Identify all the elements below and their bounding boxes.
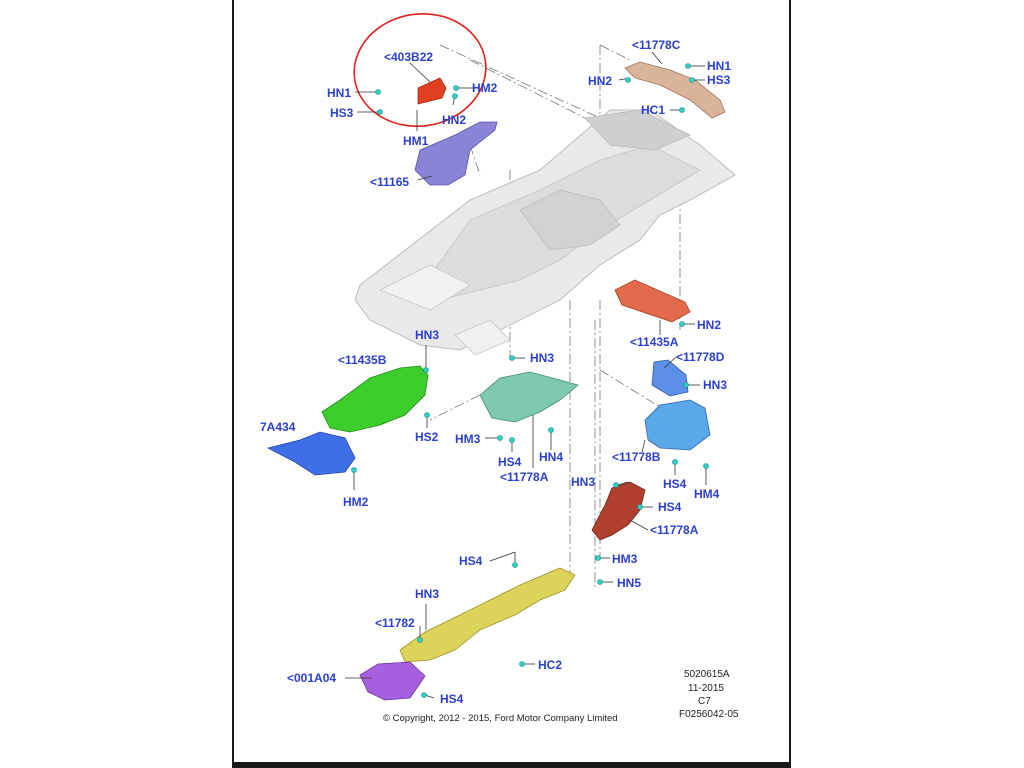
part-11165: [414, 121, 498, 186]
label-hn3: HN3: [415, 587, 440, 601]
label-hn3: HN3: [415, 328, 440, 342]
label-11165: <11165: [370, 175, 410, 189]
label-001a04: <001A04: [287, 671, 337, 685]
label-hn5: HN5: [617, 576, 642, 590]
label-hs4: HS4: [459, 554, 483, 568]
label-hs3: HS3: [707, 73, 731, 87]
label-hn1: HN1: [327, 86, 352, 100]
part-7a434: [266, 431, 356, 476]
part-11435a: [614, 279, 691, 323]
copyright-notice: © Copyright, 2012 - 2015, Ford Motor Com…: [383, 713, 618, 724]
label-hs2: HS2: [415, 430, 439, 444]
label-hc2: HC2: [538, 658, 563, 672]
diagram-reference: F0256042-05: [679, 709, 739, 720]
label-hn1: HN1: [707, 59, 732, 73]
label-hs4: HS4: [658, 500, 682, 514]
label-11778a: <11778A: [500, 470, 549, 484]
part-001a04: [359, 661, 426, 701]
part-11778a-center: [479, 371, 579, 423]
part-11778d: [651, 359, 689, 397]
label-hs4: HS4: [663, 477, 687, 491]
part-11778c: [624, 61, 726, 119]
label-11435b: <11435B: [338, 353, 387, 367]
label-11778d: <11778D: [676, 350, 725, 364]
label-11435a: <11435A: [630, 335, 679, 349]
left-frame-edge: [232, 0, 234, 768]
label-7a434: 7A434: [260, 420, 296, 434]
diagram-revision: C7: [698, 696, 711, 707]
label-hm1: HM1: [403, 134, 429, 148]
label-hn2: HN2: [697, 318, 722, 332]
label-hm2: HM2: [343, 495, 369, 509]
label-hc1: HC1: [641, 103, 666, 117]
label-11778b: <11778B: [612, 450, 661, 464]
part-11782: [399, 567, 576, 663]
label-hs4: HS4: [440, 692, 464, 706]
label-hn2: HN2: [588, 74, 613, 88]
label-hm3: HM3: [455, 432, 481, 446]
label-hm3: HM3: [612, 552, 638, 566]
label-hs4: HS4: [498, 455, 522, 469]
label-hn2: HN2: [442, 113, 467, 127]
label-hn4: HN4: [539, 450, 564, 464]
diagram-code: 5020615A: [684, 669, 730, 680]
label-403b22: <403B22: [384, 50, 434, 64]
highlight-circle: [353, 12, 487, 128]
bottom-frame-bar: [232, 762, 790, 768]
part-11435b: [321, 365, 429, 433]
label-hm2: HM2: [472, 81, 498, 95]
label-11778a: <11778A: [650, 523, 699, 537]
label-hm4: HM4: [694, 487, 720, 501]
label-hn3: HN3: [571, 475, 596, 489]
label-hn3: HN3: [703, 378, 728, 392]
right-frame-edge: [789, 0, 791, 768]
part-11778b: [644, 399, 711, 451]
part-403b22: [417, 77, 447, 105]
underbody-floor-pan: [354, 109, 736, 356]
diagram-date: 11-2015: [688, 683, 724, 694]
leader-lines: [345, 51, 707, 699]
label-hn3: HN3: [530, 351, 555, 365]
label-11782: <11782: [375, 616, 415, 630]
part-11778a-red: [591, 481, 646, 541]
label-11778c: <11778C: [632, 38, 681, 52]
fasteners: [351, 63, 709, 698]
label-hs3: HS3: [330, 106, 354, 120]
